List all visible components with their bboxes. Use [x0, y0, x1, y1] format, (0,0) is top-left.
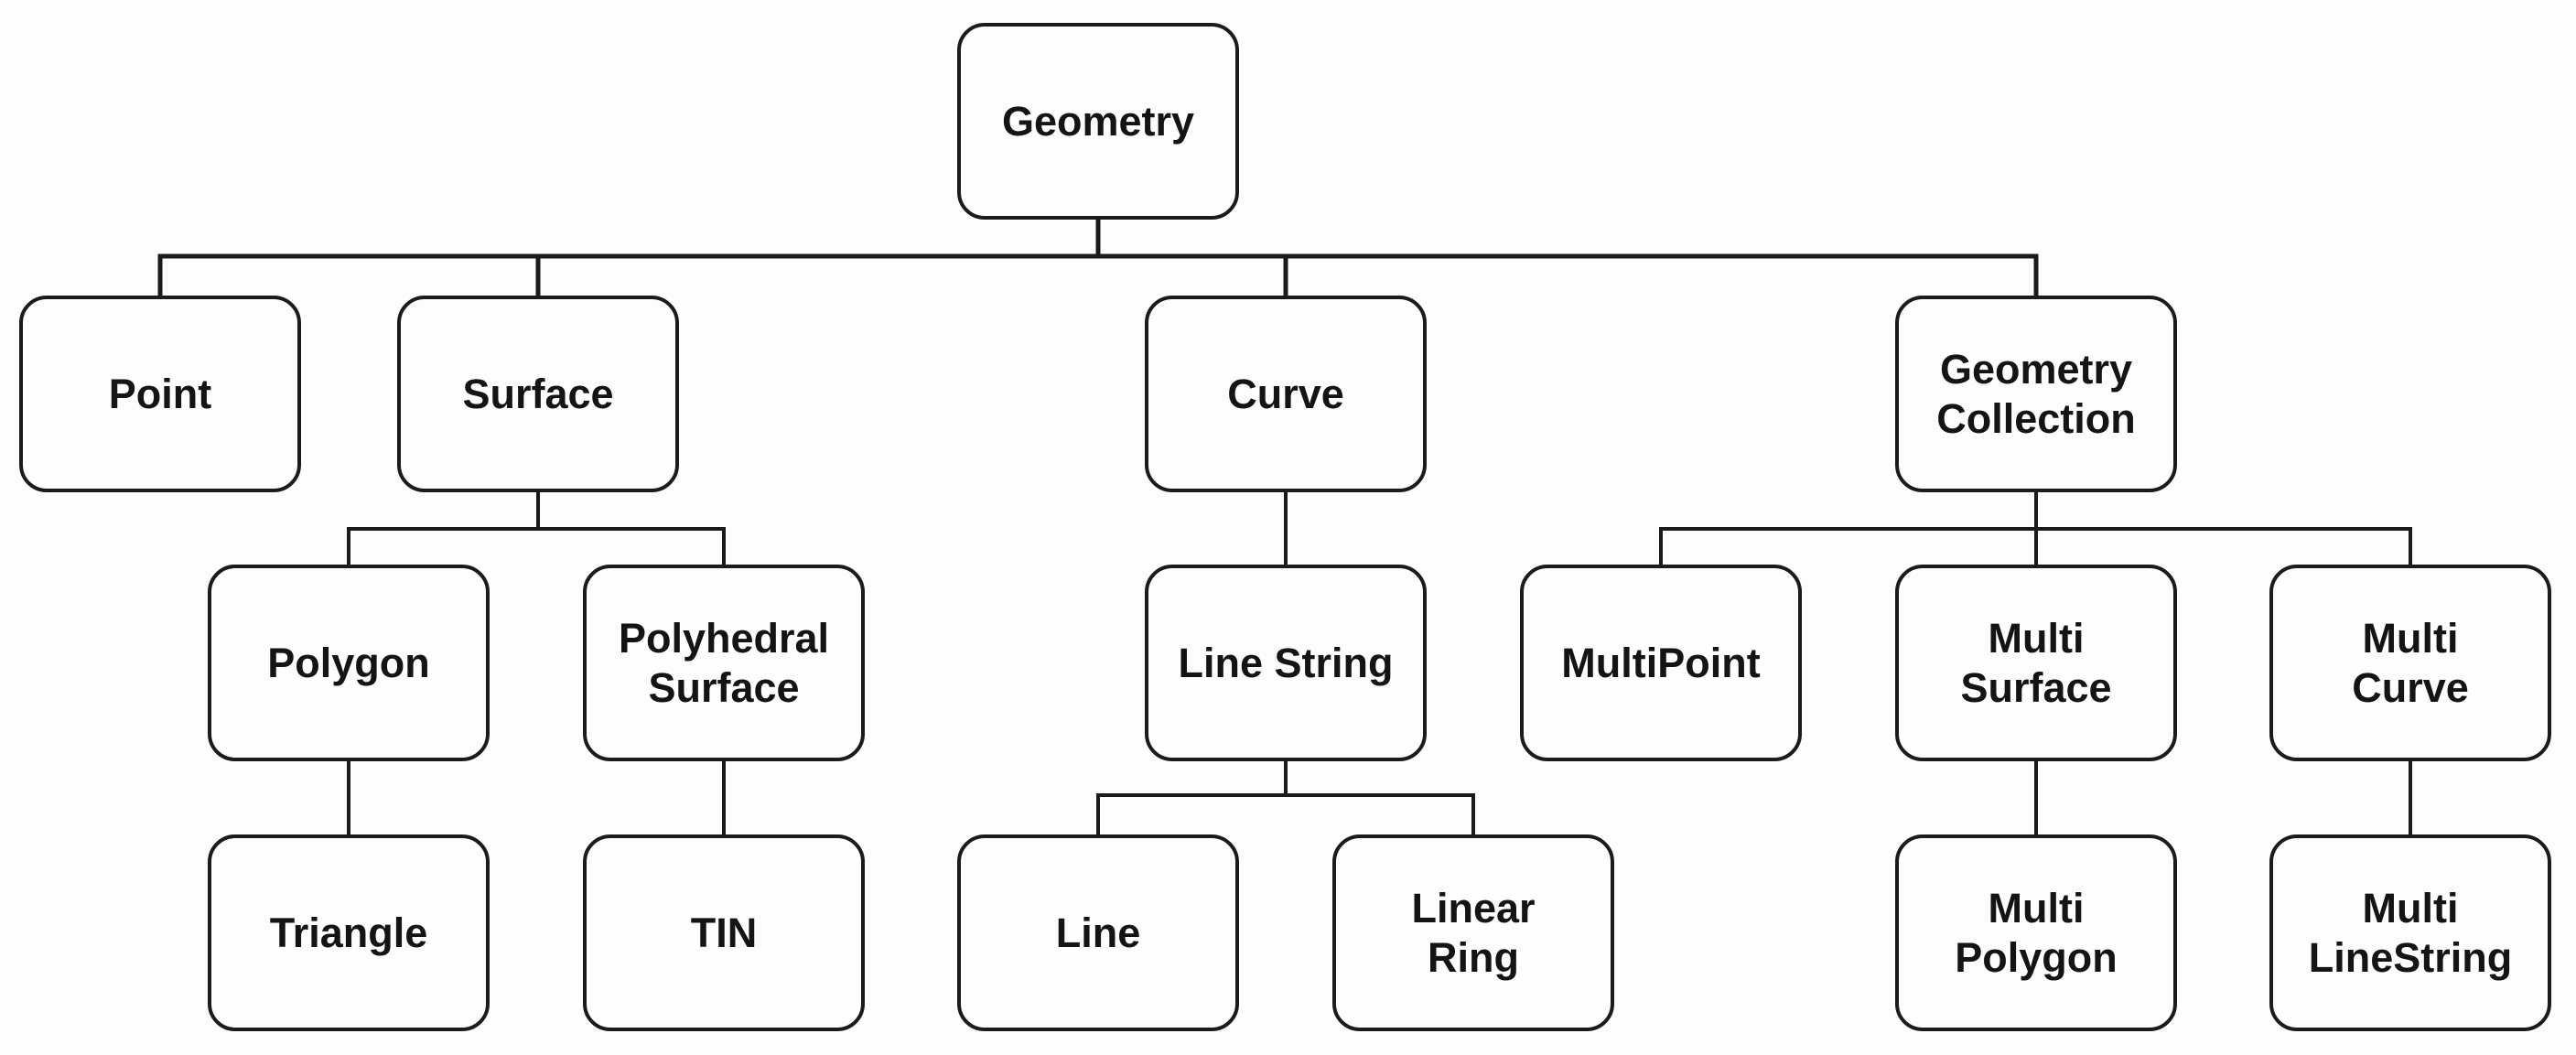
- node-label-surface: Surface: [462, 370, 614, 417]
- node-label-curve: Curve: [1227, 370, 1344, 417]
- node-label-polyhedralsurface: Polyhedral Surface: [618, 615, 830, 711]
- node-multicurve: Multi Curve: [2269, 565, 2551, 761]
- node-geometrycollection: Geometry Collection: [1895, 296, 2177, 492]
- node-label-linearring: Linear Ring: [1411, 885, 1536, 981]
- node-surface: Surface: [397, 296, 679, 492]
- node-multisurface: Multi Surface: [1895, 565, 2177, 761]
- node-multilinestring: Multi LineString: [2269, 834, 2551, 1031]
- node-label-geometry: Geometry: [1001, 97, 1195, 145]
- node-label-linestring: Line String: [1178, 639, 1394, 686]
- node-label-multicurve: Multi Curve: [2352, 615, 2469, 711]
- node-label-tin: TIN: [690, 909, 758, 956]
- node-geometry: Geometry: [957, 23, 1239, 220]
- node-label-multipolygon: Multi Polygon: [1955, 885, 2118, 981]
- node-tin: TIN: [583, 834, 865, 1031]
- node-label-polygon: Polygon: [267, 639, 430, 686]
- node-curve: Curve: [1145, 296, 1427, 492]
- node-multipolygon: Multi Polygon: [1895, 834, 2177, 1031]
- node-linestring: Line String: [1145, 565, 1427, 761]
- node-label-triangle: Triangle: [269, 909, 428, 956]
- node-triangle: Triangle: [208, 834, 490, 1031]
- node-label-point: Point: [108, 370, 212, 417]
- node-line: Line: [957, 834, 1239, 1031]
- node-multipoint: MultiPoint: [1520, 565, 1802, 761]
- node-label-multisurface: Multi Surface: [1960, 615, 2112, 711]
- node-label-multipoint: MultiPoint: [1561, 639, 1761, 686]
- node-point: Point: [19, 296, 301, 492]
- node-label-geometrycollection: Geometry Collection: [1936, 346, 2136, 442]
- node-label-multilinestring: Multi LineString: [2308, 885, 2513, 981]
- node-linearring: Linear Ring: [1332, 834, 1614, 1031]
- node-polygon: Polygon: [208, 565, 490, 761]
- node-polyhedralsurface: Polyhedral Surface: [583, 565, 865, 761]
- node-label-line: Line: [1055, 909, 1141, 956]
